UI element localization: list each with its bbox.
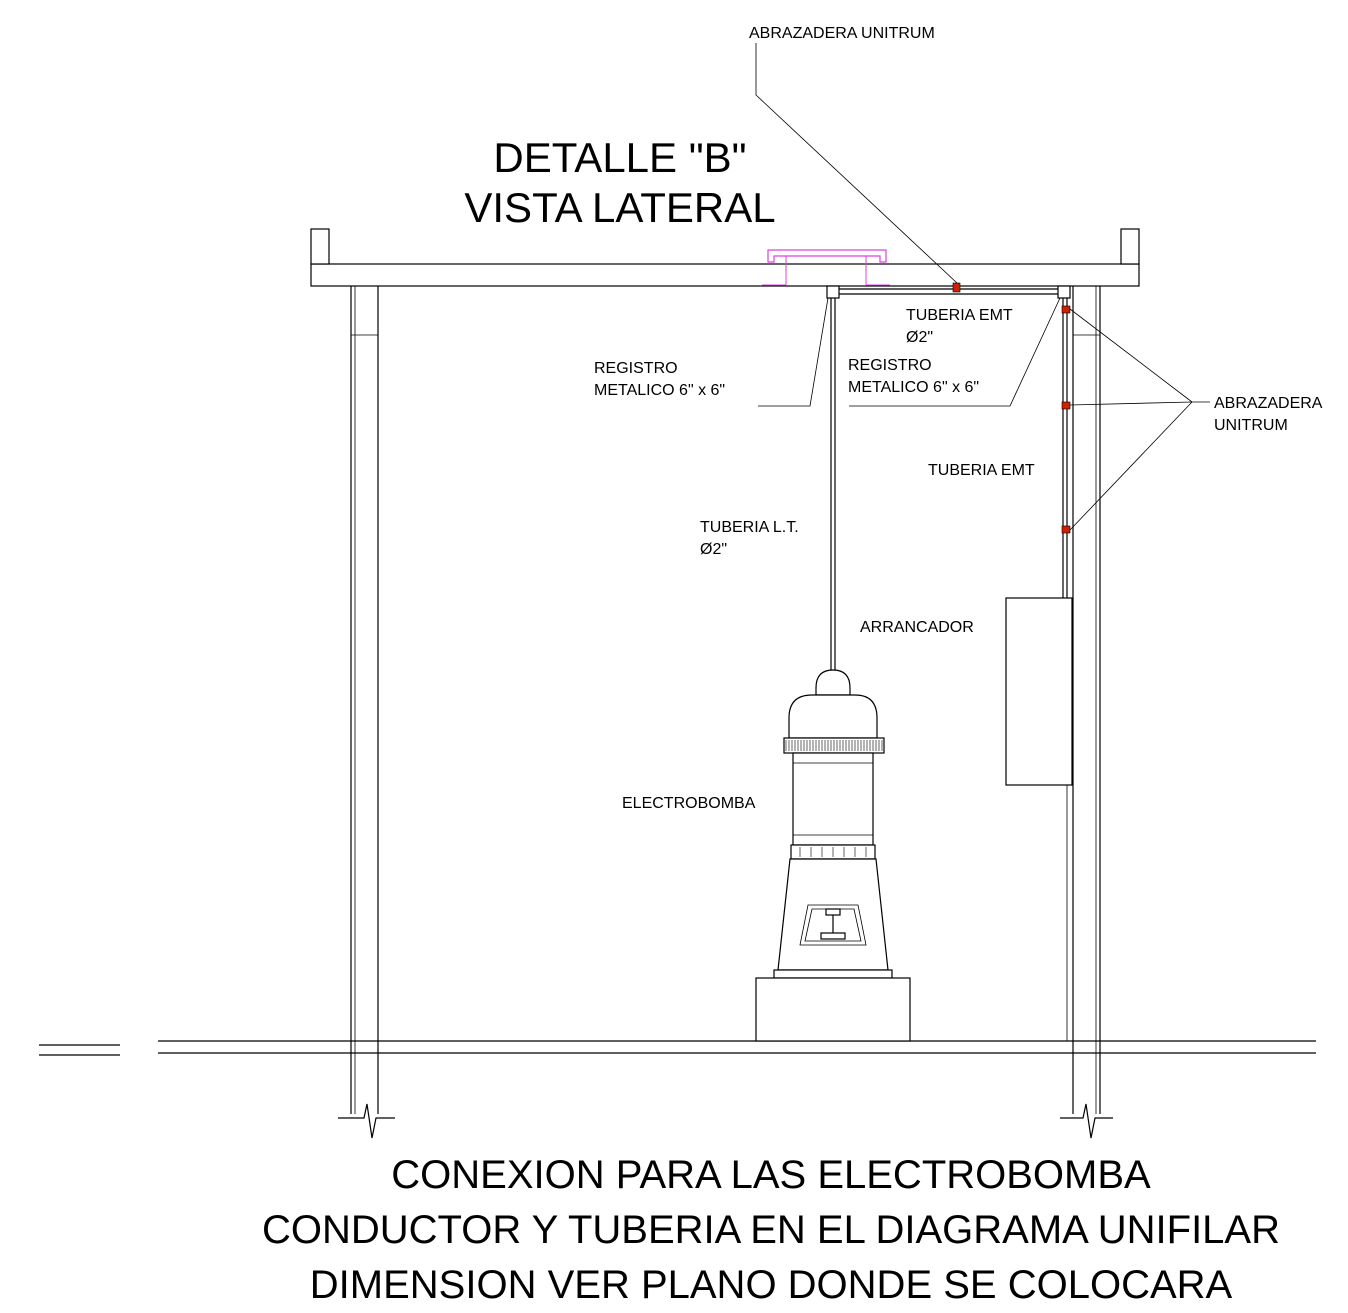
clamp-right-1 [1061, 305, 1071, 314]
footer-line2: CONDUCTOR Y TUBERIA EN EL DIAGRAMA UNIFI… [262, 1208, 1280, 1252]
label-tuberia-emt-d2-l2: Ø2" [906, 329, 933, 346]
label-registro-left-l1: REGISTRO [594, 360, 678, 377]
right-column [1060, 286, 1113, 1139]
starter-box [1005, 597, 1073, 786]
label-tuberia-lt-l2: Ø2" [700, 541, 727, 558]
footer-line1: CONEXION PARA LAS ELECTROBOMBA [391, 1153, 1151, 1197]
clamp-right-3 [1061, 525, 1071, 534]
label-arrancador: ARRANCADOR [860, 619, 974, 636]
vertical-emt-conduit [1062, 298, 1068, 1041]
left-column [338, 286, 395, 1139]
label-registro-right-l1: REGISTRO [848, 357, 932, 374]
title-line1: DETALLE "B" [493, 134, 746, 181]
label-electrobomba: ELECTROBOMBA [622, 795, 756, 812]
clamp-right-2 [1061, 401, 1071, 410]
footer-line3: DIMENSION VER PLANO DONDE SE COLOCARA [310, 1263, 1233, 1307]
junction-box-right [1057, 285, 1071, 299]
junction-box-left [826, 285, 840, 299]
label-tuberia-emt: TUBERIA EMT [928, 462, 1035, 479]
leader-lines [755, 43, 1210, 531]
floor-slab [39, 1040, 1316, 1056]
label-registro-left-l2: METALICO 6" x 6" [594, 382, 725, 399]
horizontal-emt-conduit [839, 288, 1058, 295]
label-abrazadera-right-l2: UNITRUM [1214, 417, 1288, 434]
roof-support [762, 249, 890, 286]
label-abrazadera-right-l1: ABRAZADERA [1214, 395, 1323, 412]
lt-conduit [830, 298, 836, 670]
title-line2: VISTA LATERAL [464, 184, 775, 231]
label-tuberia-emt-d2-l1: TUBERIA EMT [906, 307, 1013, 324]
label-tuberia-lt-l1: TUBERIA L.T. [700, 519, 799, 536]
clamp-top [952, 282, 961, 293]
label-abrazadera-top: ABRAZADERA UNITRUM [749, 25, 935, 42]
roof-beam [310, 228, 1140, 287]
electric-pump [755, 669, 911, 1042]
label-registro-right-l2: METALICO 6" x 6" [848, 379, 979, 396]
